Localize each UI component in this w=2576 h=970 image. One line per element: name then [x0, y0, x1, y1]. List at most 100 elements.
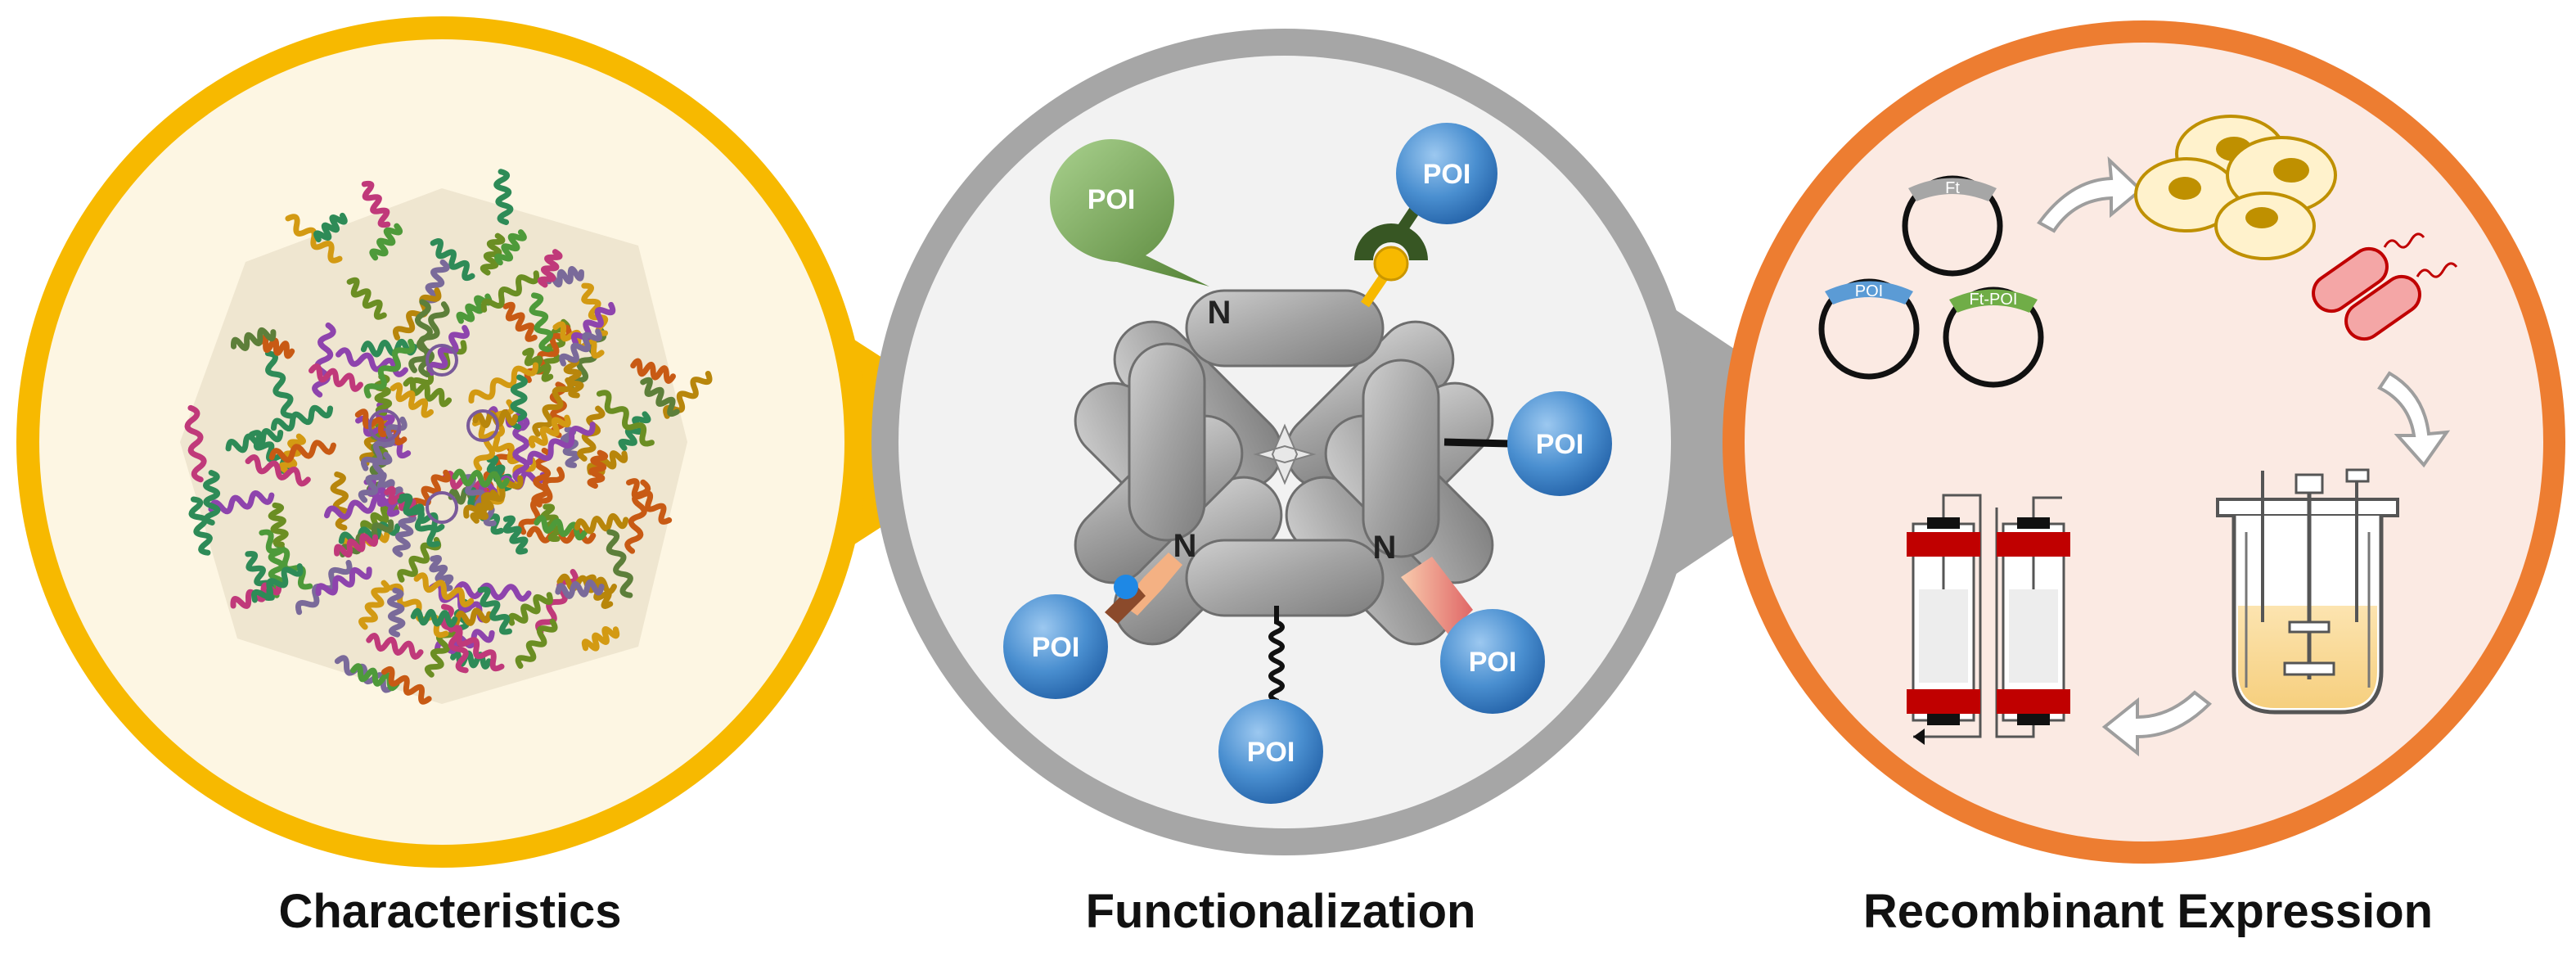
- poi-affinity-binding: POI: [1354, 123, 1497, 308]
- poi-label: POI: [1088, 184, 1136, 215]
- helix-coil: [411, 469, 451, 511]
- helix-coil: [518, 467, 565, 535]
- poi-chemical-conjugation: POI: [1443, 391, 1612, 496]
- bioreactor: [2216, 468, 2399, 715]
- flagellum: [2416, 262, 2458, 278]
- bacterium: [2344, 274, 2421, 341]
- plasmid-insert: [1908, 178, 1997, 201]
- flagellum: [2383, 232, 2425, 249]
- poi-sphere: [1003, 594, 1108, 699]
- helix-coil: [426, 325, 470, 376]
- coil-linker: [1268, 606, 1285, 706]
- plasmid-ft: Ft: [1902, 175, 2003, 277]
- helix-coil: [581, 626, 620, 652]
- helix-coil: [480, 270, 540, 313]
- functionalization-panel: N N N POI POI POI POI: [871, 29, 1874, 855]
- affinity-receptor: [1354, 223, 1428, 260]
- poi-bubble-shape: [1050, 139, 1209, 286]
- helix-coil: [453, 581, 532, 602]
- helix-coil: [358, 451, 393, 503]
- helix-coil: [251, 563, 304, 603]
- helix-coil: [202, 470, 221, 526]
- tubing: [1995, 508, 2035, 738]
- poi-flexible-linker: POI: [1218, 606, 1323, 804]
- chromatography-columns: [1907, 494, 2070, 745]
- helix-coil: [259, 529, 313, 590]
- helix-coil: [429, 555, 454, 592]
- helix-coil: [528, 414, 571, 449]
- helix-coil: [387, 587, 406, 638]
- helix-coil: [392, 287, 442, 341]
- cell-nucleus: [2273, 158, 2309, 183]
- poi-sphere: [1440, 609, 1545, 714]
- central-channel: [1253, 423, 1317, 485]
- helix-coil: [426, 491, 458, 524]
- subunit-rod: [1128, 342, 1206, 542]
- column-cap: [1907, 532, 1980, 557]
- poi-label: POI: [1536, 429, 1584, 460]
- poi-sphere: [1396, 123, 1497, 224]
- helix-coil: [360, 416, 408, 471]
- flow-arrow: [2101, 690, 2213, 757]
- helix-coil: [510, 374, 528, 431]
- column-fitting: [1927, 517, 1960, 529]
- helix-coil: [369, 223, 403, 261]
- cage-background: [180, 188, 687, 704]
- plasmid-label: Ft: [1945, 179, 1960, 197]
- expression-panel: Ft POI Ft-POI: [1723, 20, 2565, 864]
- poi-enzymatic-ligation: POI: [1003, 553, 1182, 699]
- helix-coil: [466, 409, 499, 442]
- helix-coil: [494, 229, 527, 266]
- column-fitting: [2017, 517, 2050, 529]
- helix-coil: [315, 566, 372, 597]
- flow-arrow: [2377, 371, 2451, 468]
- helix-coil: [270, 404, 334, 432]
- cell-nucleus: [2168, 177, 2201, 200]
- helix-coil: [399, 493, 441, 548]
- helix-coil: [403, 377, 453, 408]
- helix-coil: [663, 370, 713, 419]
- helix-coil: [552, 321, 605, 359]
- helix-coil: [515, 618, 558, 670]
- helix-coil: [312, 322, 336, 398]
- pink-tag: [1401, 557, 1473, 634]
- helix-coil: [430, 238, 475, 282]
- helix-coil: [480, 232, 506, 276]
- helix-coil: [537, 249, 563, 288]
- reactor-impeller: [2288, 620, 2331, 634]
- helix-coil: [502, 301, 538, 342]
- enzyme-marker: [1114, 575, 1138, 599]
- ferritin-cage-structure: [180, 169, 713, 705]
- helix-coil: [381, 665, 432, 705]
- column-cap: [1907, 689, 1980, 714]
- helix-coil: [640, 377, 680, 417]
- reactor-motor: [2295, 473, 2324, 494]
- bacterium: [2312, 246, 2389, 314]
- helix-coil: [360, 338, 418, 358]
- helix-coil: [563, 357, 584, 399]
- poi-sphere: [1218, 699, 1323, 804]
- helix-coil: [245, 454, 311, 487]
- helix-coil: [368, 409, 401, 442]
- helix-coil: [549, 381, 568, 439]
- column-fitting: [2017, 714, 2050, 725]
- column-cap: [1997, 532, 2070, 557]
- subunit-rod: [1362, 359, 1440, 558]
- column-resin: [1919, 589, 1968, 683]
- helix-coil: [534, 515, 588, 541]
- column-resin: [2009, 589, 2058, 683]
- helix-coil: [268, 440, 336, 463]
- plasmid-poi: POI: [1818, 278, 1920, 380]
- helix-coil: [502, 515, 529, 555]
- column-fitting: [1927, 714, 1960, 725]
- helix-coil: [555, 579, 605, 599]
- ferritin-schematic: [1074, 289, 1494, 646]
- caption-characteristics: Characteristics: [278, 885, 622, 938]
- helix-coil: [596, 390, 655, 447]
- helix-coil: [188, 496, 213, 556]
- linker: [1443, 438, 1511, 448]
- helix-coil: [532, 377, 574, 437]
- tubing: [1913, 494, 1982, 738]
- helix-coil: [413, 572, 475, 608]
